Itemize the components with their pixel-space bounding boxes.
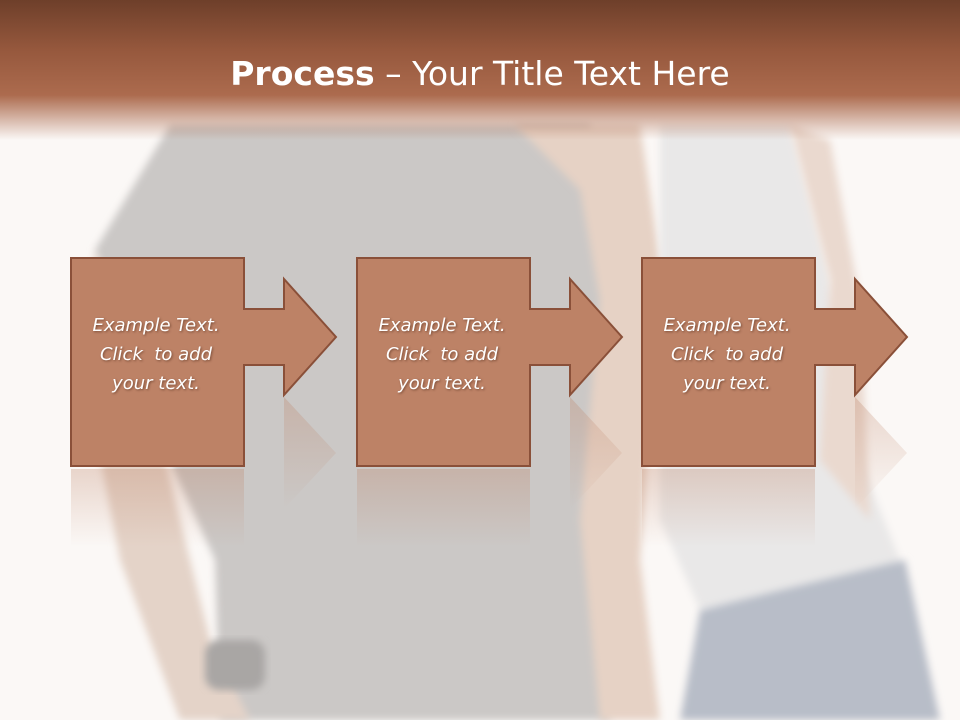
step-text-line: Click to add: [385, 344, 498, 365]
step-text-line: your text.: [112, 373, 200, 394]
step-text-line: Example Text.: [663, 315, 791, 336]
step-text-line: Click to add: [99, 344, 212, 365]
page-title[interactable]: Process – Your Title Text Here: [0, 52, 960, 96]
step-text[interactable]: Example Text. Click to add your text.: [70, 311, 242, 398]
step-text[interactable]: Example Text. Click to add your text.: [356, 311, 528, 398]
title-rest: – Your Title Text Here: [374, 54, 730, 93]
step-text-line: Click to add: [670, 344, 783, 365]
title-bold: Process: [230, 54, 375, 93]
step-text-line: Example Text.: [378, 315, 506, 336]
step-text-line: your text.: [683, 373, 771, 394]
step-text[interactable]: Example Text. Click to add your text.: [641, 311, 813, 398]
step-text-line: Example Text.: [92, 315, 220, 336]
step-arrow-shape: [70, 257, 338, 547]
process-step-2[interactable]: Example Text. Click to add your text.: [356, 257, 628, 557]
step-arrow-shape: [641, 257, 909, 547]
process-step-3[interactable]: Example Text. Click to add your text.: [641, 257, 913, 557]
title-bar: [0, 0, 960, 140]
step-arrow-shape: [356, 257, 624, 547]
process-step-1[interactable]: Example Text. Click to add your text.: [70, 257, 342, 557]
step-text-line: your text.: [398, 373, 486, 394]
